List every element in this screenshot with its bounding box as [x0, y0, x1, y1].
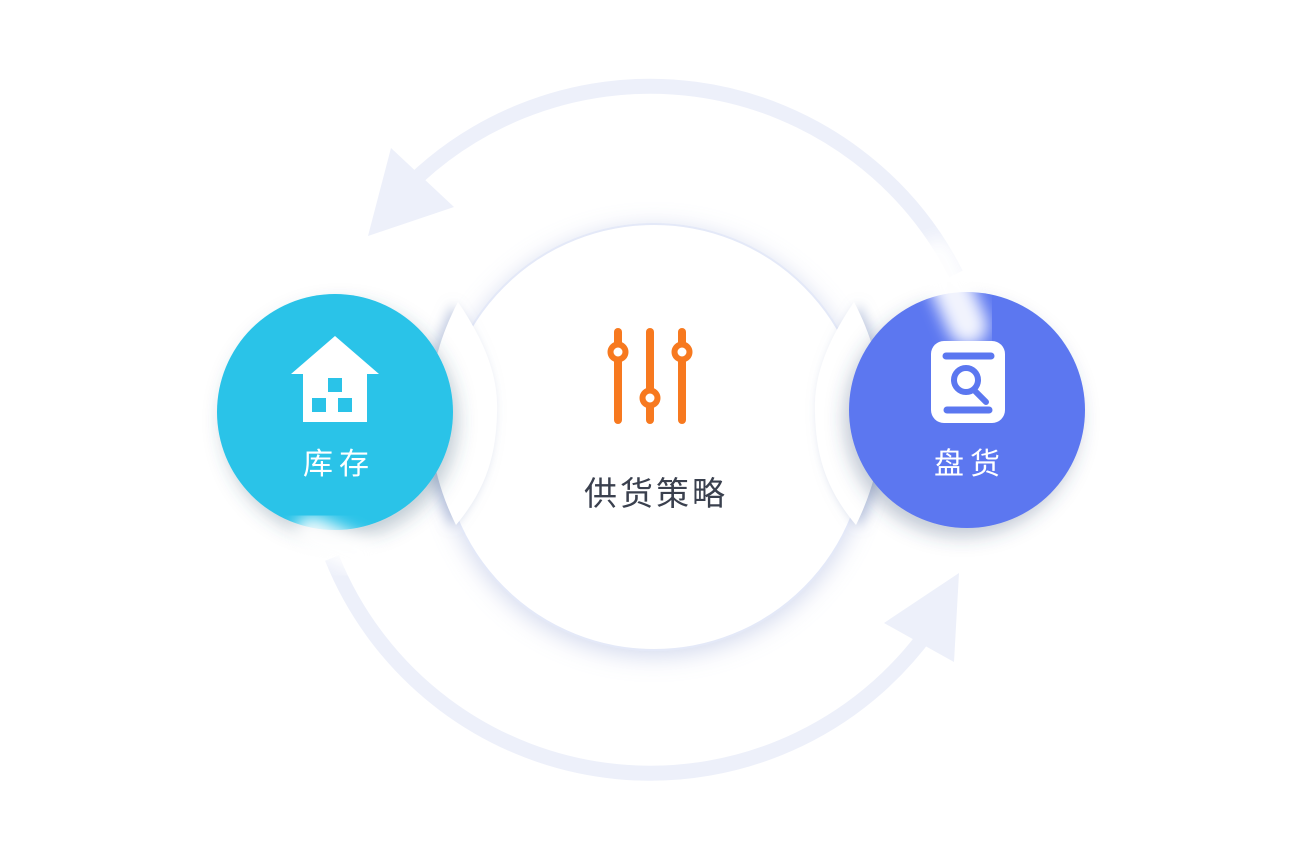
house-window-left: [312, 398, 326, 412]
house-window-right: [338, 398, 352, 412]
arc-fade-blob-top-right: [918, 238, 988, 346]
slider-knob-1: [607, 341, 629, 363]
node-stocktake-label: 盘货: [934, 448, 1006, 481]
flow-arrow-bottom: [325, 555, 959, 781]
slider-knob-2: [639, 387, 661, 409]
house-icon: [291, 336, 379, 422]
slider-knob-3: [671, 341, 693, 363]
magnifier-lens: [951, 365, 981, 395]
arrowhead-right-icon: [884, 573, 959, 662]
sliders-icon: [607, 328, 693, 424]
house-window-top: [328, 378, 342, 392]
node-inventory-label: 库存: [303, 448, 375, 481]
flow-arc-bottom: [325, 555, 945, 781]
node-strategy-circle: [440, 223, 868, 651]
magnifier-handle: [972, 388, 989, 405]
flow-arc-top: [389, 78, 963, 278]
flow-arrow-top: [368, 78, 963, 278]
node-strategy-label: 供货策略: [584, 475, 728, 512]
arc-fade-blob-bottom-left: [294, 516, 380, 575]
house-roof: [291, 336, 379, 374]
arrowhead-left-icon: [368, 148, 454, 236]
doc-search-icon: [931, 341, 1005, 423]
left-wing-shape: [430, 302, 498, 525]
